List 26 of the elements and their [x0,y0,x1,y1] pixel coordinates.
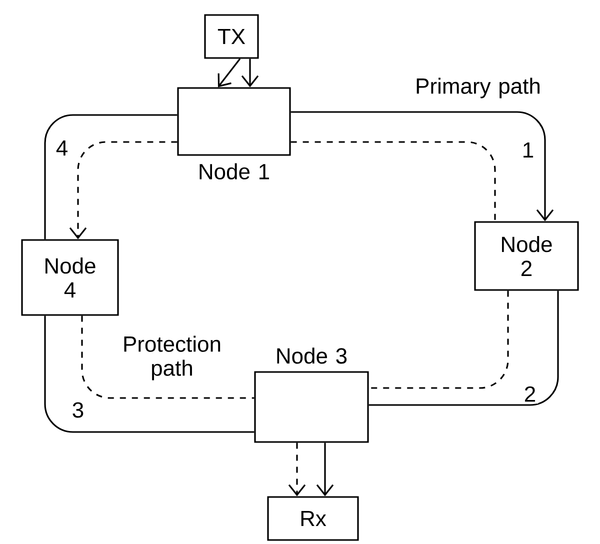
node-box: Node 3 [254,348,369,443]
path-label: Primary path [416,78,540,98]
edge-label: 1 [520,140,536,160]
transmitter-box: TX [204,14,259,59]
connector-line [290,141,496,222]
node-box: Node 1 [177,87,291,180]
arrow [218,58,241,88]
connector-line [44,316,254,433]
connector-line [44,114,178,240]
node-label: Node 1 [200,163,269,180]
edge-label: 4 [54,138,70,158]
arrow [290,111,554,222]
node-box: Node 4 [21,239,119,316]
node-box: Node 2 [474,221,579,291]
arrow [288,442,306,496]
node-label: Node 3 [277,348,347,364]
arrow [69,141,178,240]
arrow [316,442,334,496]
edge-label: 2 [522,384,538,404]
connector-line [368,290,509,389]
connector-line [81,316,254,399]
edge-label: 3 [70,400,86,420]
path-label: Protection path [124,336,220,380]
arrow [241,58,259,88]
receiver-box: Rx [267,496,359,541]
connector-line [368,290,559,406]
